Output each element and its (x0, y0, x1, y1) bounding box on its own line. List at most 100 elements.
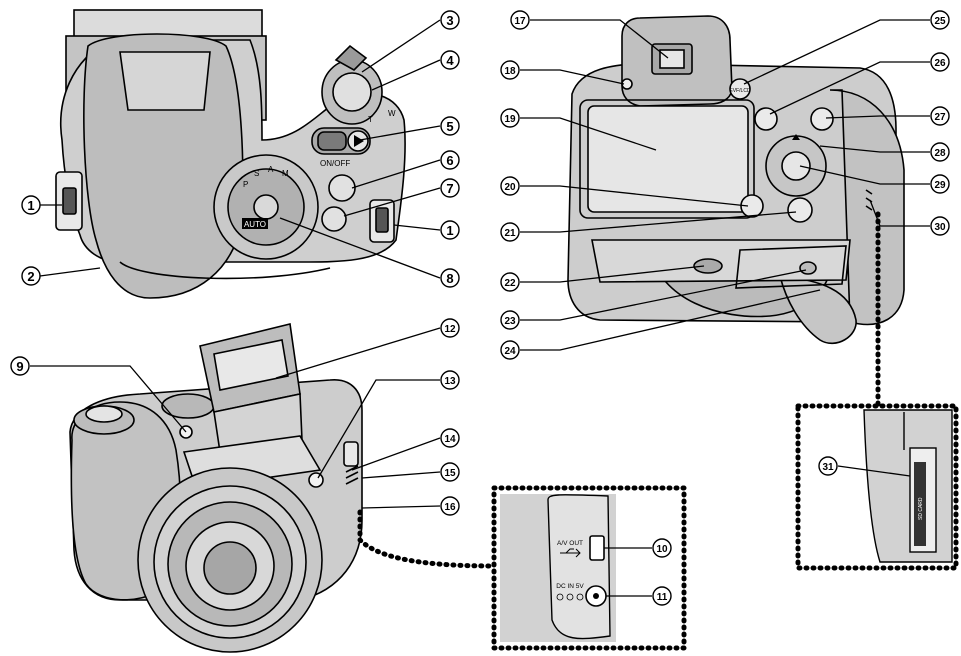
callout-22: 22 (500, 272, 520, 292)
front-view (69, 323, 363, 653)
svg-text:6: 6 (446, 153, 453, 168)
callout-24: 24 (500, 340, 520, 360)
leader-20 (520, 185, 749, 207)
strap-eyelet-right-hole (375, 207, 389, 233)
playback-back-button[interactable] (787, 197, 813, 223)
callout-9: 9 (10, 356, 30, 376)
shutter-button[interactable] (332, 72, 372, 112)
leader-4 (371, 59, 441, 91)
disp-back-button[interactable] (740, 194, 764, 218)
svg-text:29: 29 (934, 180, 946, 191)
leader-7 (343, 187, 441, 217)
playback-icon (354, 135, 364, 147)
callout-10: 10 (652, 538, 672, 558)
card-text: SD CARD (918, 497, 924, 520)
on-off-label: ON/OFF (320, 159, 350, 168)
svg-text:21: 21 (504, 228, 516, 239)
callout-21: 21 (500, 222, 520, 242)
power-switch-knob[interactable] (317, 131, 347, 151)
svg-text:20: 20 (504, 182, 516, 193)
shutter-front-top[interactable] (85, 405, 123, 423)
dc-in-port-pin (593, 593, 599, 599)
leader-12 (275, 327, 441, 379)
callout-31: 31 (818, 456, 838, 476)
svg-text:14: 14 (444, 434, 456, 445)
svg-text:8: 8 (446, 271, 453, 286)
inset-connector-lines (357, 211, 881, 569)
dc-polarity-icon (556, 593, 584, 601)
svg-text:1: 1 (446, 223, 453, 238)
mode-dial-front[interactable] (161, 393, 215, 419)
auto-badge (242, 218, 268, 229)
memory-card[interactable] (914, 462, 926, 546)
svg-text:22: 22 (504, 278, 516, 289)
callout-17: 17 (510, 10, 530, 30)
leader-26 (769, 61, 930, 115)
svg-text:16: 16 (444, 502, 456, 513)
evf-lcd-text: EVF/LCD (729, 88, 751, 94)
svg-text:15: 15 (444, 468, 456, 479)
strap-eyelet-front (343, 441, 359, 467)
base-plate (591, 239, 851, 283)
zoom-w-label: W (388, 109, 396, 118)
svg-text:5: 5 (446, 119, 453, 134)
svg-text:13: 13 (444, 376, 456, 387)
face-detection-back-button[interactable] (810, 107, 834, 131)
svg-text:18: 18 (504, 66, 516, 77)
leader-9 (30, 365, 187, 433)
leader-5 (359, 125, 441, 141)
callout-20: 20 (500, 176, 520, 196)
av-out-port[interactable] (589, 535, 605, 561)
leader-19 (520, 117, 657, 151)
leader-2 (39, 267, 101, 277)
leader-24 (520, 289, 821, 351)
connector-inset-cover (547, 494, 611, 640)
callouts: 1 2 3 4 5 6 7 1 8 9 12 13 14 15 16 10 11… (10, 10, 950, 606)
mode-dial-labels: AUTO P S A M ON/OFF T W (242, 109, 396, 229)
leader-27 (825, 115, 930, 119)
callout-7: 7 (440, 178, 460, 198)
svg-text:30: 30 (934, 222, 946, 233)
battery-cover[interactable] (735, 245, 847, 289)
leader-16 (361, 505, 441, 509)
callout-25: 25 (930, 10, 950, 30)
svg-text:10: 10 (656, 544, 668, 555)
callout-14: 14 (440, 428, 460, 448)
leader-25 (743, 19, 930, 85)
callout-12: 12 (440, 318, 460, 338)
selector-up[interactable] (792, 134, 800, 140)
mode-auto-label: AUTO (244, 220, 266, 229)
connector-line-av (357, 509, 497, 569)
leader-8 (279, 217, 441, 279)
callout-8: 8 (440, 268, 460, 288)
lens-barrel-top (73, 9, 263, 39)
flash-window (213, 339, 289, 391)
callout-19: 19 (500, 108, 520, 128)
mode-s-label: S (254, 169, 259, 178)
svg-text:1: 1 (27, 198, 34, 213)
callout-27: 27 (930, 106, 950, 126)
svg-text:28: 28 (934, 148, 946, 159)
svg-text:4: 4 (446, 53, 454, 68)
continuous-button[interactable] (321, 206, 347, 232)
battery-latch[interactable] (799, 261, 817, 275)
flash-hump-top (119, 51, 211, 111)
menu-ok-button[interactable] (781, 151, 811, 181)
face-detection-button[interactable] (328, 174, 356, 202)
mode-p-label: P (243, 180, 248, 189)
callout-1b: 1 (440, 220, 460, 240)
svg-text:25: 25 (934, 16, 946, 27)
zoom-lever-tab[interactable] (334, 44, 368, 71)
callout-2: 2 (21, 266, 41, 286)
leader-31 (837, 465, 911, 477)
back-view (567, 15, 905, 345)
exposure-compensation-button[interactable] (754, 107, 778, 131)
leader-15 (361, 471, 441, 479)
card-slot-body (863, 409, 953, 563)
leader-lines (30, 19, 930, 597)
callout-29: 29 (930, 174, 950, 194)
leader-22 (520, 265, 705, 283)
evf-window (659, 49, 685, 69)
svg-text:27: 27 (934, 112, 946, 123)
